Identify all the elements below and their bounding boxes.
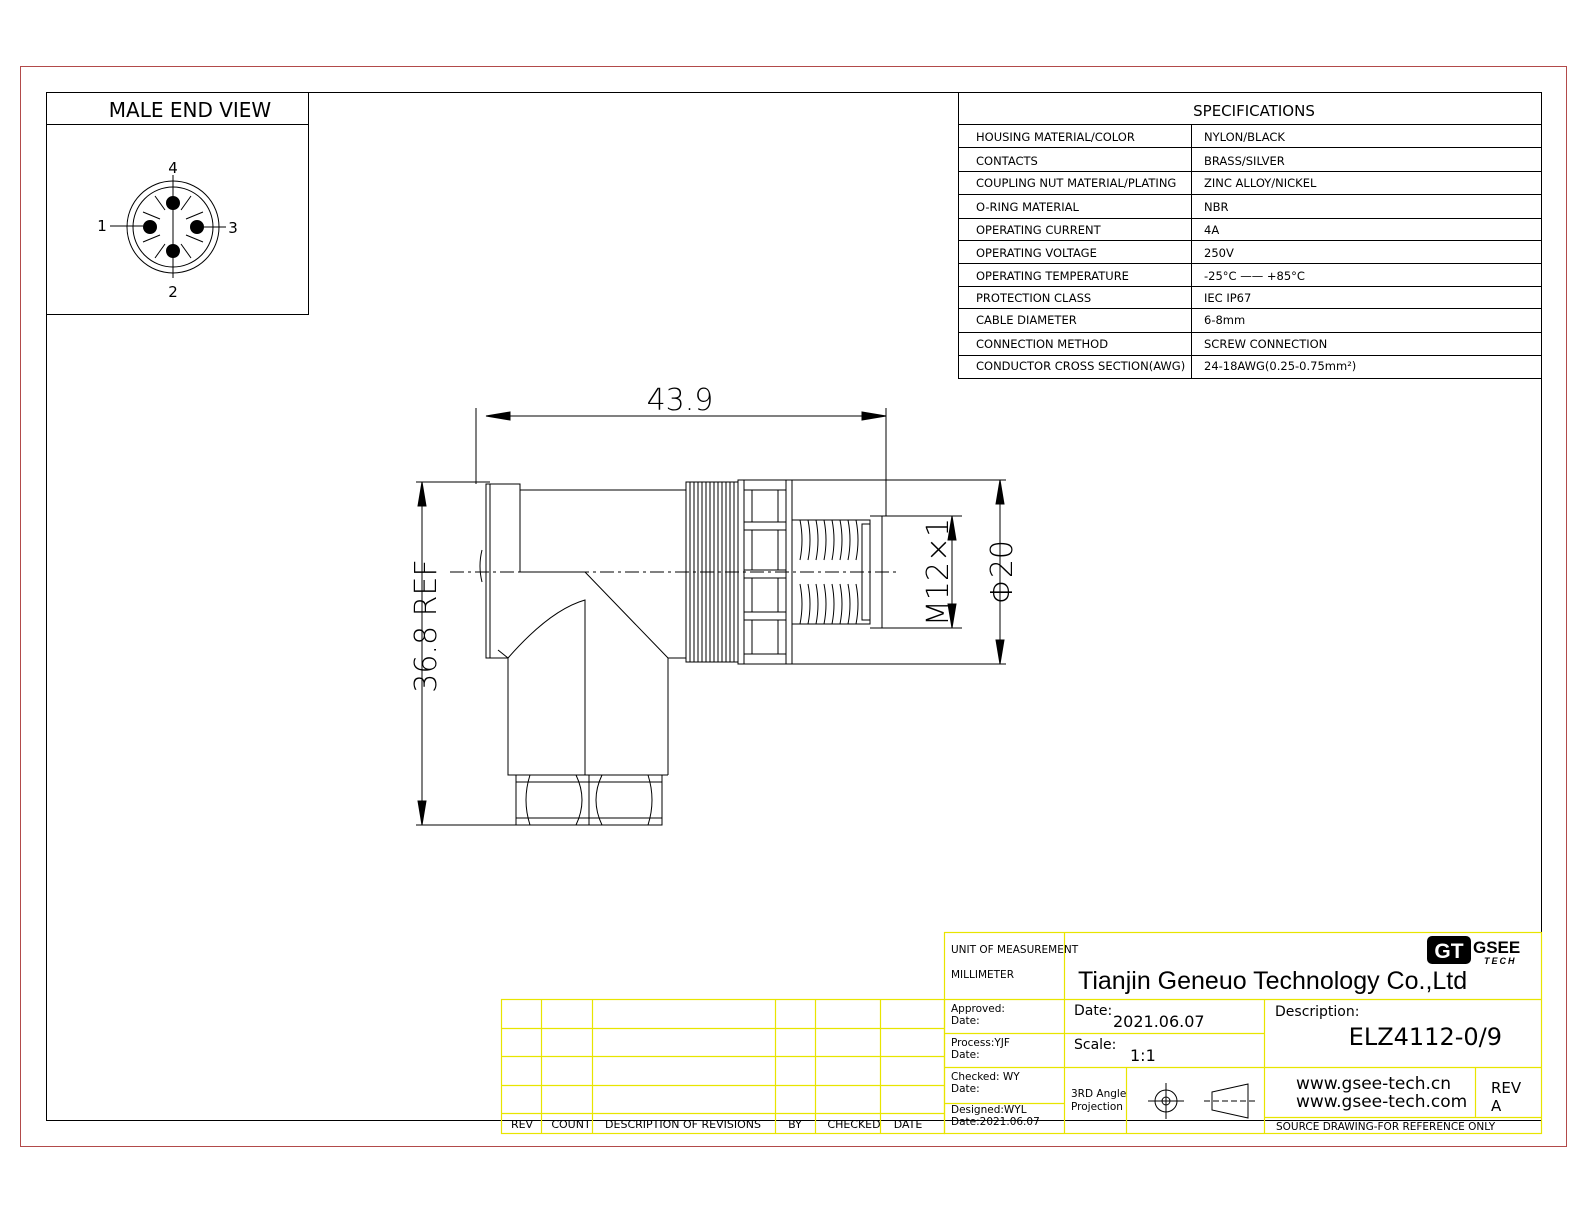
- connector-side-view: [416, 408, 1006, 826]
- end-view-title: MALE END VIEW: [109, 98, 272, 122]
- projection-line2: Projection: [1071, 1101, 1123, 1113]
- end-view-panel: [46, 92, 309, 315]
- spec-label: OPERATING TEMPERATURE: [976, 269, 1129, 283]
- spec-label: PROTECTION CLASS: [976, 291, 1091, 305]
- unit-of-measurement-label: UNIT OF MEASUREMENT: [951, 944, 1079, 956]
- spec-label: HOUSING MATERIAL/COLOR: [976, 130, 1135, 144]
- rev-header-rev: REV: [511, 1118, 534, 1131]
- spec-value: 250V: [1204, 246, 1234, 260]
- spec-value: 4A: [1204, 223, 1219, 237]
- spec-value: NYLON/BLACK: [1204, 130, 1285, 144]
- third-angle-projection-icon: [1148, 1083, 1256, 1119]
- rev-value: A: [1491, 1097, 1502, 1115]
- approved-date-label: Date:: [951, 1015, 980, 1027]
- rev-header-by: BY: [788, 1118, 802, 1131]
- spec-label: O-RING MATERIAL: [976, 200, 1080, 214]
- specifications-title: SPECIFICATIONS: [1193, 102, 1315, 120]
- revision-table: [500, 998, 946, 1135]
- spec-label: CONNECTION METHOD: [976, 337, 1108, 351]
- spec-value: ZINC ALLOY/NICKEL: [1204, 176, 1317, 190]
- website-com: www.gsee-tech.com: [1296, 1092, 1467, 1112]
- rev-header-description: DESCRIPTION OF REVISIONS: [605, 1118, 761, 1131]
- spec-value: SCREW CONNECTION: [1204, 337, 1327, 351]
- unit-value: MILLIMETER: [951, 969, 1014, 981]
- footer-note: SOURCE DRAWING-FOR REFERENCE ONLY: [1276, 1121, 1496, 1133]
- scale-label: Scale:: [1074, 1037, 1116, 1053]
- logo-mark: GT: [1434, 940, 1463, 963]
- approved-label: Approved:: [951, 1003, 1005, 1015]
- spec-value: -25°C —— +85°C: [1204, 269, 1305, 283]
- process-label: Process:YJF: [951, 1037, 1010, 1049]
- dimension-height: 36.8 REF: [409, 559, 444, 692]
- company-logo: GT GSEE TECH: [1427, 936, 1520, 966]
- checked-label: Checked: WY: [951, 1071, 1020, 1083]
- pin-label-2: 2: [168, 283, 178, 301]
- inner-border: [46, 92, 1542, 1121]
- spec-value: IEC IP67: [1204, 291, 1251, 305]
- outer-border: [20, 66, 1567, 1147]
- part-number: ELZ4112-0/9: [1349, 1023, 1502, 1051]
- spec-label: CONDUCTOR CROSS SECTION(AWG): [976, 359, 1185, 373]
- connector-end-face-icon: [110, 175, 226, 278]
- spec-value: 6-8mm: [1204, 313, 1245, 327]
- scale-value: 1:1: [1130, 1046, 1156, 1065]
- spec-label: CABLE DIAMETER: [976, 313, 1077, 327]
- dimension-diameter: Φ20: [985, 540, 1020, 604]
- website-cn: www.gsee-tech.cn: [1296, 1074, 1451, 1094]
- dimension-thread: M12×1: [921, 518, 956, 626]
- designed-date-label: Date:2021.06.07: [951, 1116, 1040, 1128]
- checked-date-label: Date:: [951, 1083, 980, 1095]
- spec-value: BRASS/SILVER: [1204, 154, 1285, 168]
- pin-label-1: 1: [97, 217, 107, 235]
- company-name: Tianjin Geneuo Technology Co.,Ltd: [1078, 967, 1467, 995]
- rev-label: REV: [1491, 1079, 1522, 1097]
- designed-label: Designed:WYL: [951, 1104, 1027, 1116]
- projection-line1: 3RD Angle: [1071, 1088, 1126, 1100]
- spec-value: 24-18AWG(0.25-0.75mm²): [1204, 359, 1356, 373]
- description-label: Description:: [1275, 1004, 1359, 1020]
- title-block: [943, 931, 1543, 1135]
- logo-subtext: TECH: [1484, 956, 1517, 966]
- dimension-length: 43.9: [647, 383, 714, 418]
- process-date-label: Date:: [951, 1049, 980, 1061]
- spec-label: CONTACTS: [976, 154, 1038, 168]
- specifications-table: [958, 92, 1542, 379]
- logo-text: GSEE: [1473, 938, 1520, 957]
- spec-label: OPERATING VOLTAGE: [976, 246, 1097, 260]
- spec-label: COUPLING NUT MATERIAL/PLATING: [976, 176, 1176, 190]
- rev-header-count: COUNT: [551, 1118, 591, 1131]
- spec-value: NBR: [1204, 200, 1228, 214]
- rev-header-date: DATE: [894, 1118, 923, 1131]
- rev-header-checked: CHECKED: [827, 1118, 880, 1131]
- date-value: 2021.06.07: [1113, 1012, 1205, 1031]
- pin-label-3: 3: [228, 219, 238, 237]
- pin-label-4: 4: [168, 159, 178, 177]
- spec-label: OPERATING CURRENT: [976, 223, 1102, 237]
- date-label: Date:: [1074, 1003, 1112, 1019]
